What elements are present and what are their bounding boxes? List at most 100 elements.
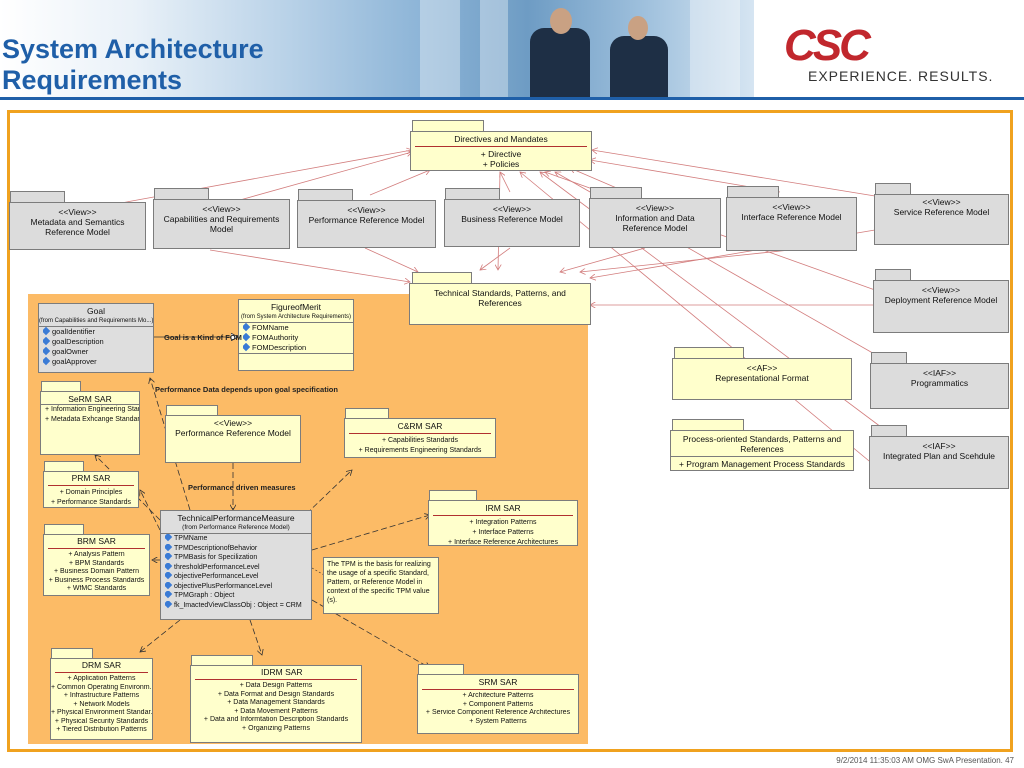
sar-line: + Infrastructure Patterns <box>63 692 140 699</box>
sar-line: + Performance Standards <box>51 499 131 506</box>
crm-sar[interactable]: C&RM SAR + Capabilities Standards + Requ… <box>344 418 496 458</box>
tpm-attr: objectivePlusPerformanceLevel <box>174 582 273 590</box>
goal-attr: goalDescription <box>52 337 104 346</box>
brm-sar[interactable]: BRM SAR + Analysis Pattern + BPM Standar… <box>43 534 150 596</box>
tpm-attr: TPMGraph : Object <box>174 592 235 599</box>
view-stereotype: <<View>> <box>213 418 253 428</box>
sar-tab <box>345 408 389 419</box>
view-business-reference[interactable]: <<View>> Business Reference Model <box>444 199 580 247</box>
sar-line: + Business Domain Pattern <box>53 568 139 575</box>
sar-tab <box>41 381 81 392</box>
view-stereotype: <<View>> <box>58 207 97 217</box>
sar-line: + Business Process Standards <box>48 576 145 584</box>
sar-tab <box>429 490 477 501</box>
prm-sar[interactable]: PRM SAR + Domain Principles + Performanc… <box>43 471 139 508</box>
view-name: Business Reference Model <box>461 214 563 224</box>
sar-line: + Tiered Distribution Patterns <box>56 726 147 733</box>
sar-line: + Metadata Exhcange Standarc... <box>45 416 139 423</box>
sar-line: + Application Patterns <box>67 675 136 682</box>
sar-line: + Data Format and Design Standards <box>217 690 335 698</box>
view-service-reference[interactable]: <<View>> Service Reference Model <box>874 194 1009 245</box>
drm-sar[interactable]: DRM SAR + Application Patterns + Common … <box>50 658 153 740</box>
af-representational-format[interactable]: <<AF>> Representational Format <box>672 358 852 400</box>
directives-and-mandates[interactable]: Directives and Mandates + Directive + Po… <box>410 131 592 171</box>
sar-name: IDRM SAR <box>261 667 303 677</box>
tpm-attr: thresholdPerformanceLevel <box>174 563 260 571</box>
process-oriented-standards[interactable]: Process-oriented Standards, Patterns and… <box>670 430 854 471</box>
sar-tab <box>44 461 84 472</box>
iaf-stereotype: <<IAF>> <box>922 368 957 378</box>
tpm-attr: objectivePerformanceLevel <box>174 573 259 580</box>
view-interface-reference[interactable]: <<View>> Interface Reference Model <box>726 197 857 251</box>
sar-line: + Common Operating Environm... <box>51 683 152 691</box>
view-stereotype: <<View>> <box>492 204 532 214</box>
view-tab <box>590 187 642 199</box>
directives-name: Directives and Mandates <box>454 134 548 144</box>
view-capabilities-requirements[interactable]: <<View>> Capabilities and Requirements M… <box>153 199 290 249</box>
view-name: Performance Reference Model <box>175 428 291 438</box>
iaf-programmatics[interactable]: <<IAF>> Programmatics <box>870 363 1009 409</box>
performance-goal-label: Performance Data depends upon goal speci… <box>155 385 338 394</box>
technical-standards-patterns-references[interactable]: Technical Standards, Patterns, and Refer… <box>409 283 591 325</box>
attribute-icon <box>165 562 173 570</box>
af-tab <box>674 347 744 359</box>
attribute-icon <box>43 347 51 356</box>
view-stereotype: <<View>> <box>347 205 386 215</box>
header-divider <box>0 97 1024 100</box>
attribute-icon <box>165 543 173 551</box>
sar-name: SeRM SAR <box>68 394 112 404</box>
view-name: Deployment Reference Model <box>884 295 998 305</box>
sar-line: + Analysis Pattern <box>68 551 125 558</box>
sar-line: + Data and Informtation Description Stan… <box>203 716 349 723</box>
sar-name: BRM SAR <box>77 536 116 546</box>
sar-name: IRM SAR <box>485 503 521 513</box>
tpm-from: (from Performance Reference Model) <box>182 524 290 531</box>
tpm-note: The TPM is the basis for realizing the u… <box>323 557 439 614</box>
view-name: Capabilities and Requirements Model <box>163 214 280 234</box>
view-name: Information and Data Reference Model <box>615 213 695 233</box>
sar-line: + Physical Security Standards <box>54 717 149 725</box>
view-performance-reference[interactable]: <<View>> Performance Reference Model <box>297 200 436 248</box>
technical-performance-measure-class[interactable]: TechnicalPerformanceMeasure (from Perfor… <box>160 510 312 620</box>
idrm-sar[interactable]: IDRM SAR + Data Design Patterns + Data F… <box>190 665 362 743</box>
attribute-icon <box>165 581 173 589</box>
sar-name: DRM SAR <box>81 660 122 670</box>
iaf-stereotype: <<IAF>> <box>922 441 956 451</box>
sar-line: + Integration Patterns <box>469 519 537 526</box>
sar-line: + Physical Environment Standar... <box>51 709 152 716</box>
view-tab <box>875 269 911 281</box>
irm-sar[interactable]: IRM SAR + Integration Patterns + Interfa… <box>428 500 578 546</box>
view-stereotype: <<View>> <box>635 203 675 213</box>
view-tab <box>10 191 65 203</box>
attribute-icon <box>165 572 173 580</box>
view-tab <box>727 186 779 198</box>
goal-attr: goalIdentifier <box>52 327 95 336</box>
view-name: Interface Reference Model <box>741 212 842 222</box>
view-information-data[interactable]: <<View>> Information and Data Reference … <box>589 198 721 248</box>
view-deployment-reference[interactable]: <<View>> Deployment Reference Model <box>873 280 1009 333</box>
srm-sar[interactable]: SRM SAR + Architecture Patterns + Compon… <box>417 674 579 734</box>
view-tab <box>298 189 353 201</box>
attribute-icon <box>43 327 51 336</box>
note-text: The TPM is the basis for realizing the u… <box>327 561 431 604</box>
sar-line: + Component Patterns <box>462 700 534 708</box>
directives-line: + Policies <box>482 159 520 169</box>
tpm-attr: TPMName <box>174 535 208 542</box>
sar-name: C&RM SAR <box>397 421 443 431</box>
fom-attr: FOMDescription <box>252 343 307 352</box>
iaf-integrated-plan[interactable]: <<IAF>> Integrated Plan and Scehdule <box>869 436 1009 489</box>
view-tab <box>445 188 500 200</box>
sar-line: + Architecture Patterns <box>462 692 534 699</box>
fom-from: (from System Architecture Requirements) <box>240 314 352 320</box>
goal-class[interactable]: Goal (from Capabilities and Requirements… <box>38 303 154 373</box>
view-stereotype: <<View>> <box>202 204 241 214</box>
sar-line: + Service Component Reference Architectu… <box>425 709 571 716</box>
figure-of-merit-class[interactable]: FigureofMerit (from System Architecture … <box>238 299 354 371</box>
inner-performance-reference-model[interactable]: <<View>> Performance Reference Model <box>165 415 301 463</box>
sar-line: + Data Design Patterns <box>239 682 313 689</box>
view-metadata-semantics[interactable]: <<View>> Metadata and Semantics Referenc… <box>9 202 146 250</box>
serm-sar[interactable]: SeRM SAR + Information Engineering Star.… <box>40 391 140 455</box>
tpm-name: TechnicalPerformanceMeasure <box>177 513 295 523</box>
view-tab <box>875 183 911 195</box>
view-tab <box>154 188 209 200</box>
